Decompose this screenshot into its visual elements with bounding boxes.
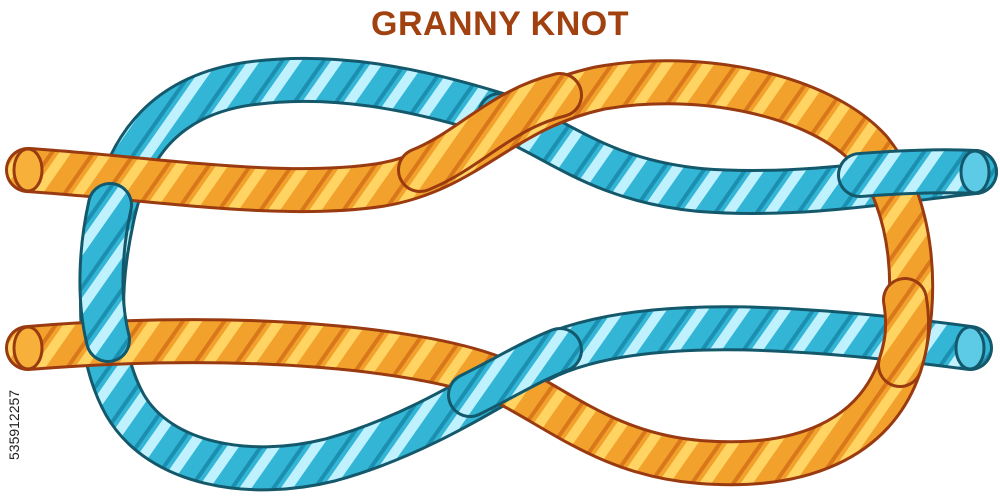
orange-over-crossing: [397, 72, 931, 388]
orange-end-upper-left: [12, 147, 44, 193]
blue-rope: [79, 56, 998, 492]
blue-end-upper-right: [959, 149, 991, 195]
image-id-vertical: 535912257: [6, 389, 22, 460]
orange-end-lower-left: [12, 325, 44, 371]
diagram-title: GRANNY KNOT: [371, 5, 629, 43]
rope-end-caps: [12, 147, 991, 371]
blue-end-lower-right: [954, 325, 986, 371]
